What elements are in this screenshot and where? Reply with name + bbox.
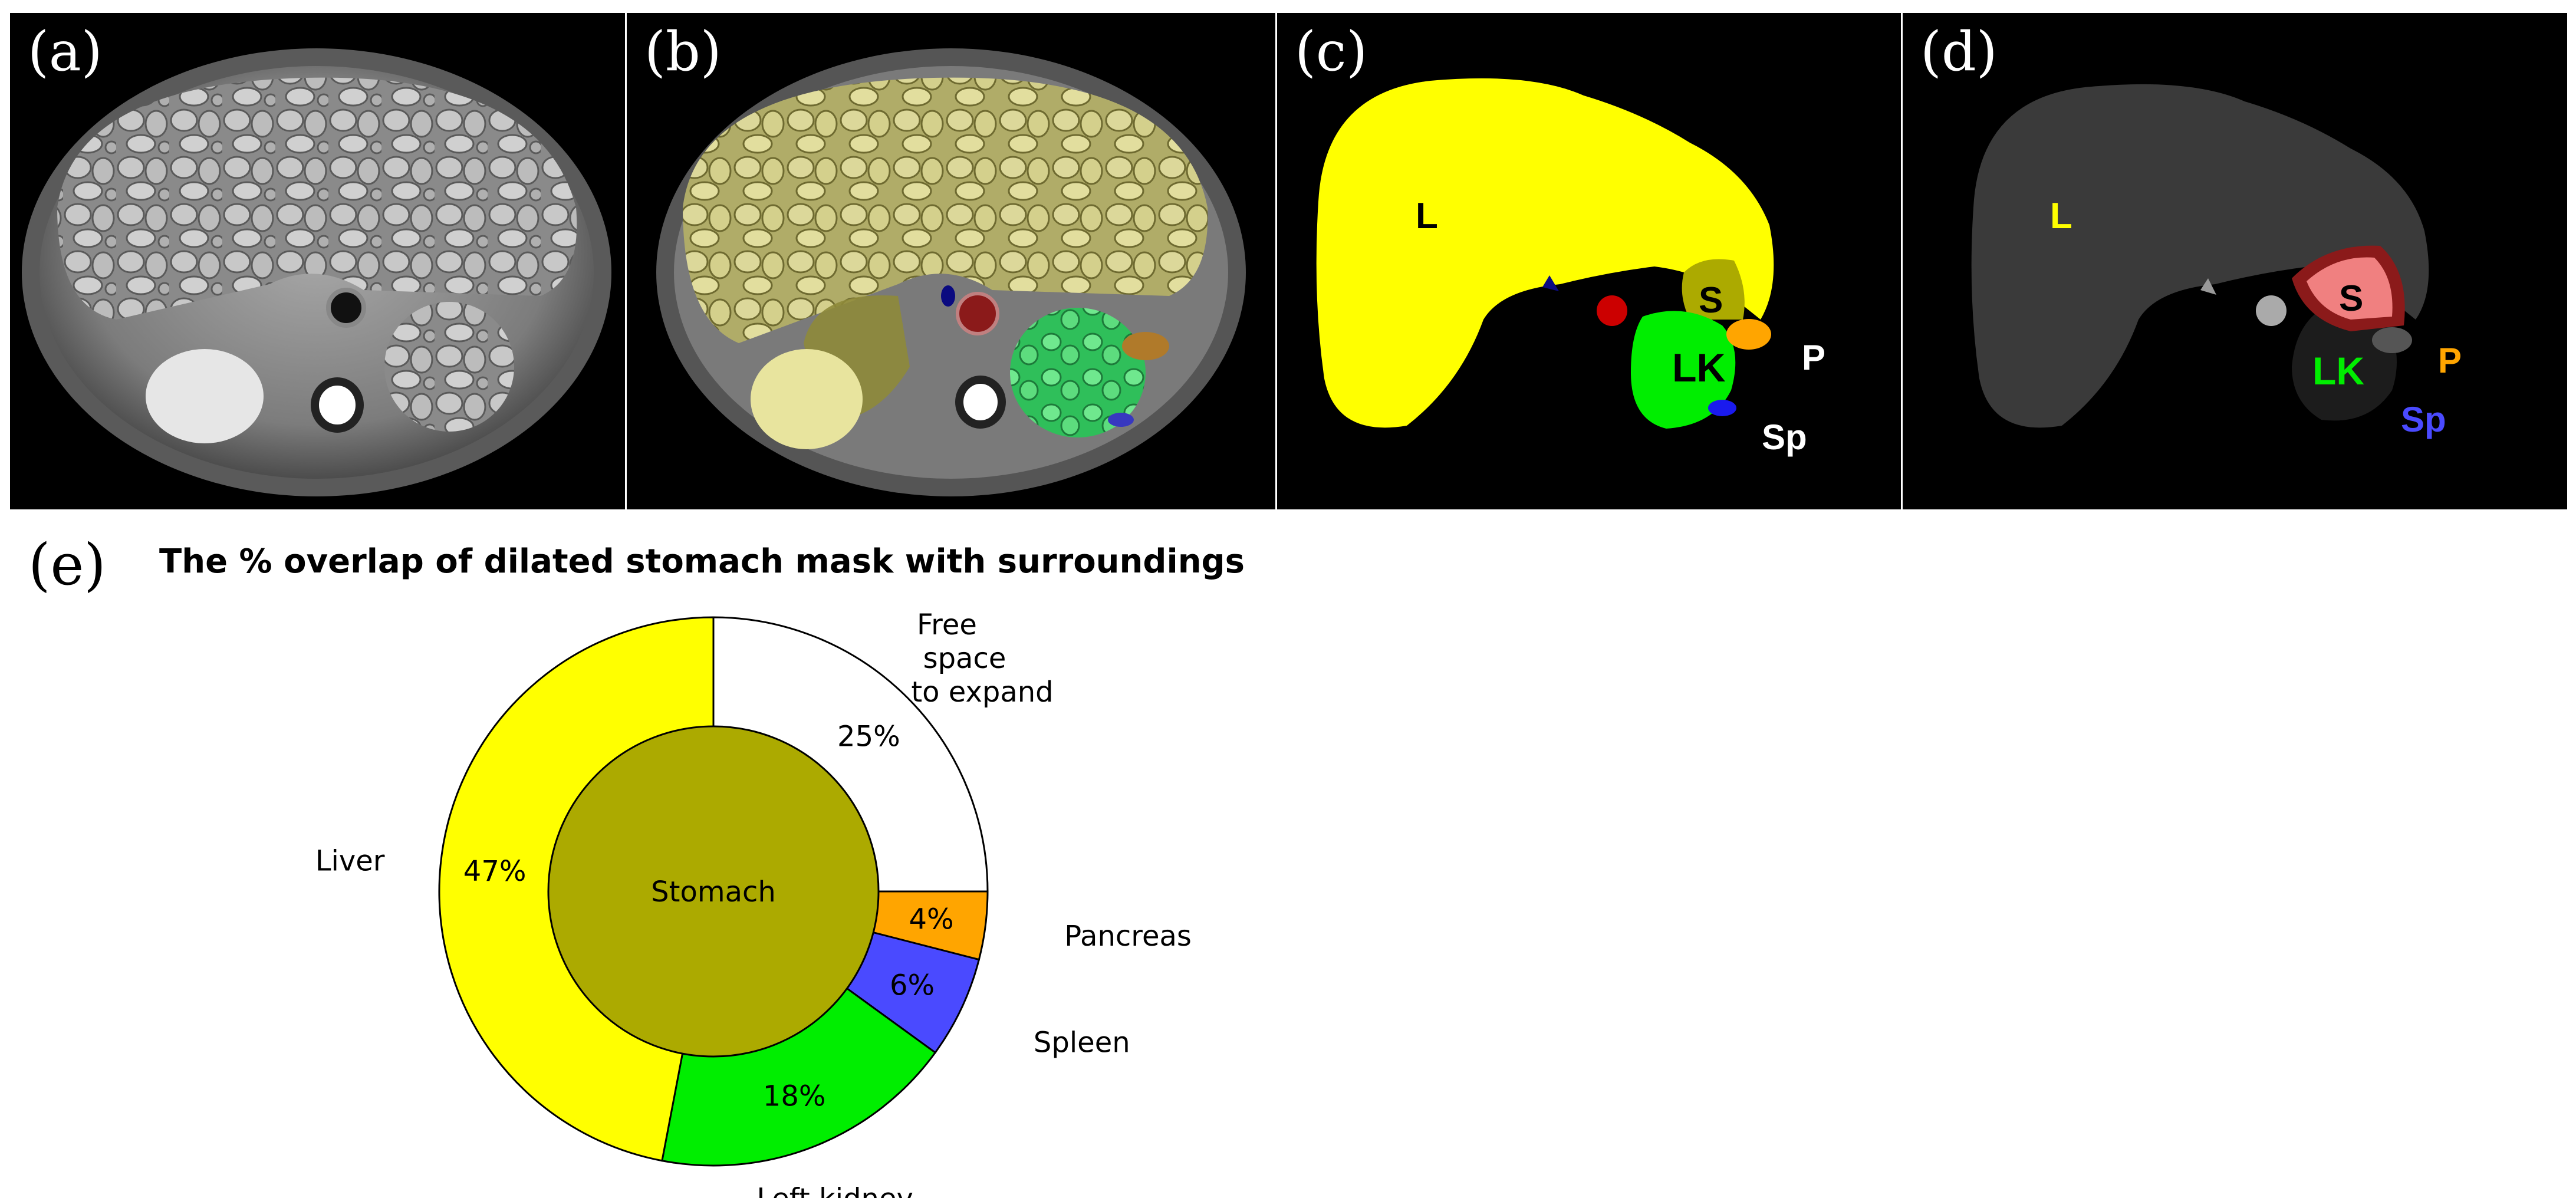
spleen-overlay <box>1108 413 1134 427</box>
aorta <box>326 288 366 328</box>
pct-label-pancreas: 4% <box>909 903 953 936</box>
cystic-liver <box>57 77 577 320</box>
chart-title: The % overlap of dilated stomach mask wi… <box>159 542 1245 581</box>
category-label-line: Pancreas <box>1064 920 1192 953</box>
panel-a-label: (a) <box>28 20 103 83</box>
aorta-mask <box>1597 295 1627 326</box>
center-label: Stomach <box>651 876 776 909</box>
spine-icon <box>955 376 1006 429</box>
mri-image-a <box>22 48 611 496</box>
large-cyst <box>751 349 863 449</box>
label-pancreas: P <box>1802 338 1825 377</box>
stomach-center-disc <box>547 725 880 1058</box>
panel-d-dilated-mask: L S LK P Sp (d) <box>1903 13 2567 509</box>
category-label-pancreas: Pancreas <box>1064 920 1192 953</box>
label-stomach: S <box>1699 280 1723 321</box>
label-spleen: Sp <box>1762 417 1807 457</box>
category-label-kidney: Left kidney <box>756 1183 913 1198</box>
segmentation-masks: L S LK P Sp <box>1316 78 1825 457</box>
kidney-mask <box>1631 311 1736 429</box>
pct-label-kidney: 18% <box>763 1079 826 1113</box>
label-kidney: LK <box>1672 345 1726 390</box>
category-label-line: Left kidney <box>756 1183 913 1198</box>
kidney-cysts <box>384 302 514 432</box>
vessel-region <box>2200 278 2216 295</box>
pct-label-free: 25% <box>837 720 900 753</box>
pancreas-region <box>2372 327 2412 353</box>
aorta-region <box>2256 295 2287 326</box>
pancreas-mask <box>1726 319 1771 350</box>
label-stomach: S <box>2339 278 2363 319</box>
panel-b-overlay-image: (b) <box>627 13 1275 509</box>
dilated-mask: L S LK P Sp <box>1971 84 2462 439</box>
kidney-region <box>2292 306 2397 421</box>
category-label-line: Free <box>917 608 977 641</box>
category-label-line: space <box>923 642 1006 675</box>
panel-c-label: (c) <box>1295 20 1368 83</box>
label-kidney: LK <box>2312 349 2364 393</box>
category-label-liver: Liver <box>315 844 385 877</box>
vessel-mask <box>1542 275 1559 291</box>
aorta-overlay <box>956 292 999 335</box>
spine-icon <box>311 377 364 433</box>
pct-label-spleen: 6% <box>890 969 935 1002</box>
large-cyst <box>146 349 264 443</box>
category-label-line: Liver <box>315 844 385 877</box>
vessel-overlay <box>941 285 955 307</box>
liver-region <box>1971 84 2429 428</box>
panel-c-segmentation: L S LK P Sp (c) <box>1277 13 1901 509</box>
panel-e-label: (e) <box>28 532 106 598</box>
stomach-region <box>2307 257 2393 320</box>
label-spleen: Sp <box>2401 400 2446 439</box>
panel-d-label: (d) <box>1920 20 1998 83</box>
mri-image-b <box>656 48 1246 496</box>
label-pancreas: P <box>2438 341 2462 380</box>
pancreas-overlay <box>1122 332 1169 360</box>
panel-b-label: (b) <box>644 20 722 83</box>
label-liver: L <box>1416 196 1438 236</box>
category-label-line: to expand <box>911 676 1053 709</box>
liver-mask <box>1316 78 1774 428</box>
category-label-line: Spleen <box>1034 1026 1130 1059</box>
pct-label-liver: 47% <box>463 855 527 888</box>
label-liver: L <box>2050 196 2072 236</box>
liver-overlay <box>683 77 1208 343</box>
category-label-spleen: Spleen <box>1034 1026 1130 1059</box>
panel-a-mri-image: (a) <box>10 13 625 509</box>
spleen-mask <box>1708 400 1736 416</box>
stomach-mask <box>1682 259 1745 320</box>
kidney-overlay <box>1010 308 1146 437</box>
